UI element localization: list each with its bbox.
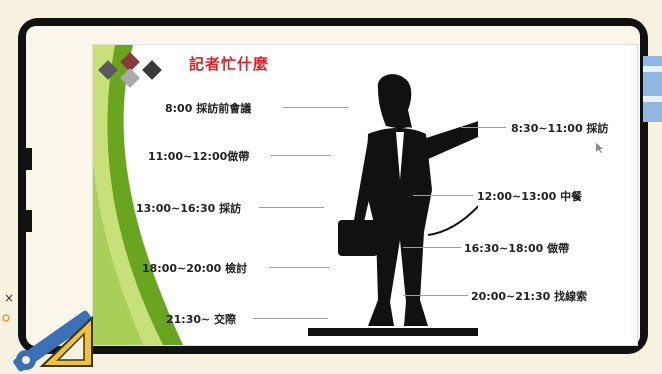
connector-line xyxy=(269,267,329,268)
schedule-left-item: 13:00~16:30 採訪 xyxy=(136,202,242,215)
connector-line xyxy=(403,247,461,248)
svg-text:×: × xyxy=(4,291,14,305)
schedule-left-item: 11:00~12:00做帶 xyxy=(148,150,250,163)
frame-dash xyxy=(20,148,32,170)
schedule-right-item: 12:00~13:00 中餐 xyxy=(477,190,583,203)
schedule-left-item: 21:30~ 交際 xyxy=(166,313,237,326)
connector-line xyxy=(283,107,348,108)
presentation-slide: 記者忙什麼 8:00 採訪前會議 11:00~12:00做帶 13:00~16:… xyxy=(93,45,637,345)
wrench-ruler-icon: × xyxy=(2,291,93,372)
connector-line xyxy=(461,127,506,128)
reporter-silhouette xyxy=(308,74,478,336)
connector-line xyxy=(271,155,331,156)
green-swoosh-decoration xyxy=(93,45,183,345)
schedule-right-item: 8:30~11:00 採訪 xyxy=(511,122,609,135)
mouse-cursor-icon xyxy=(596,143,603,153)
side-ribbon xyxy=(643,56,662,122)
connector-line xyxy=(253,318,328,319)
connector-line xyxy=(403,295,468,296)
connector-line xyxy=(413,195,473,196)
schedule-left-item: 18:00~20:00 檢討 xyxy=(142,262,248,275)
frame-dash xyxy=(20,210,32,232)
connector-line xyxy=(259,207,324,208)
schedule-right-item: 16:30~18:00 做帶 xyxy=(464,242,570,255)
schedule-right-item: 20:00~21:30 找線索 xyxy=(471,290,588,303)
diamond-tiles-icon xyxy=(98,52,162,88)
schedule-left-item: 8:00 採訪前會議 xyxy=(165,102,252,115)
slide-title: 記者忙什麼 xyxy=(189,55,270,73)
